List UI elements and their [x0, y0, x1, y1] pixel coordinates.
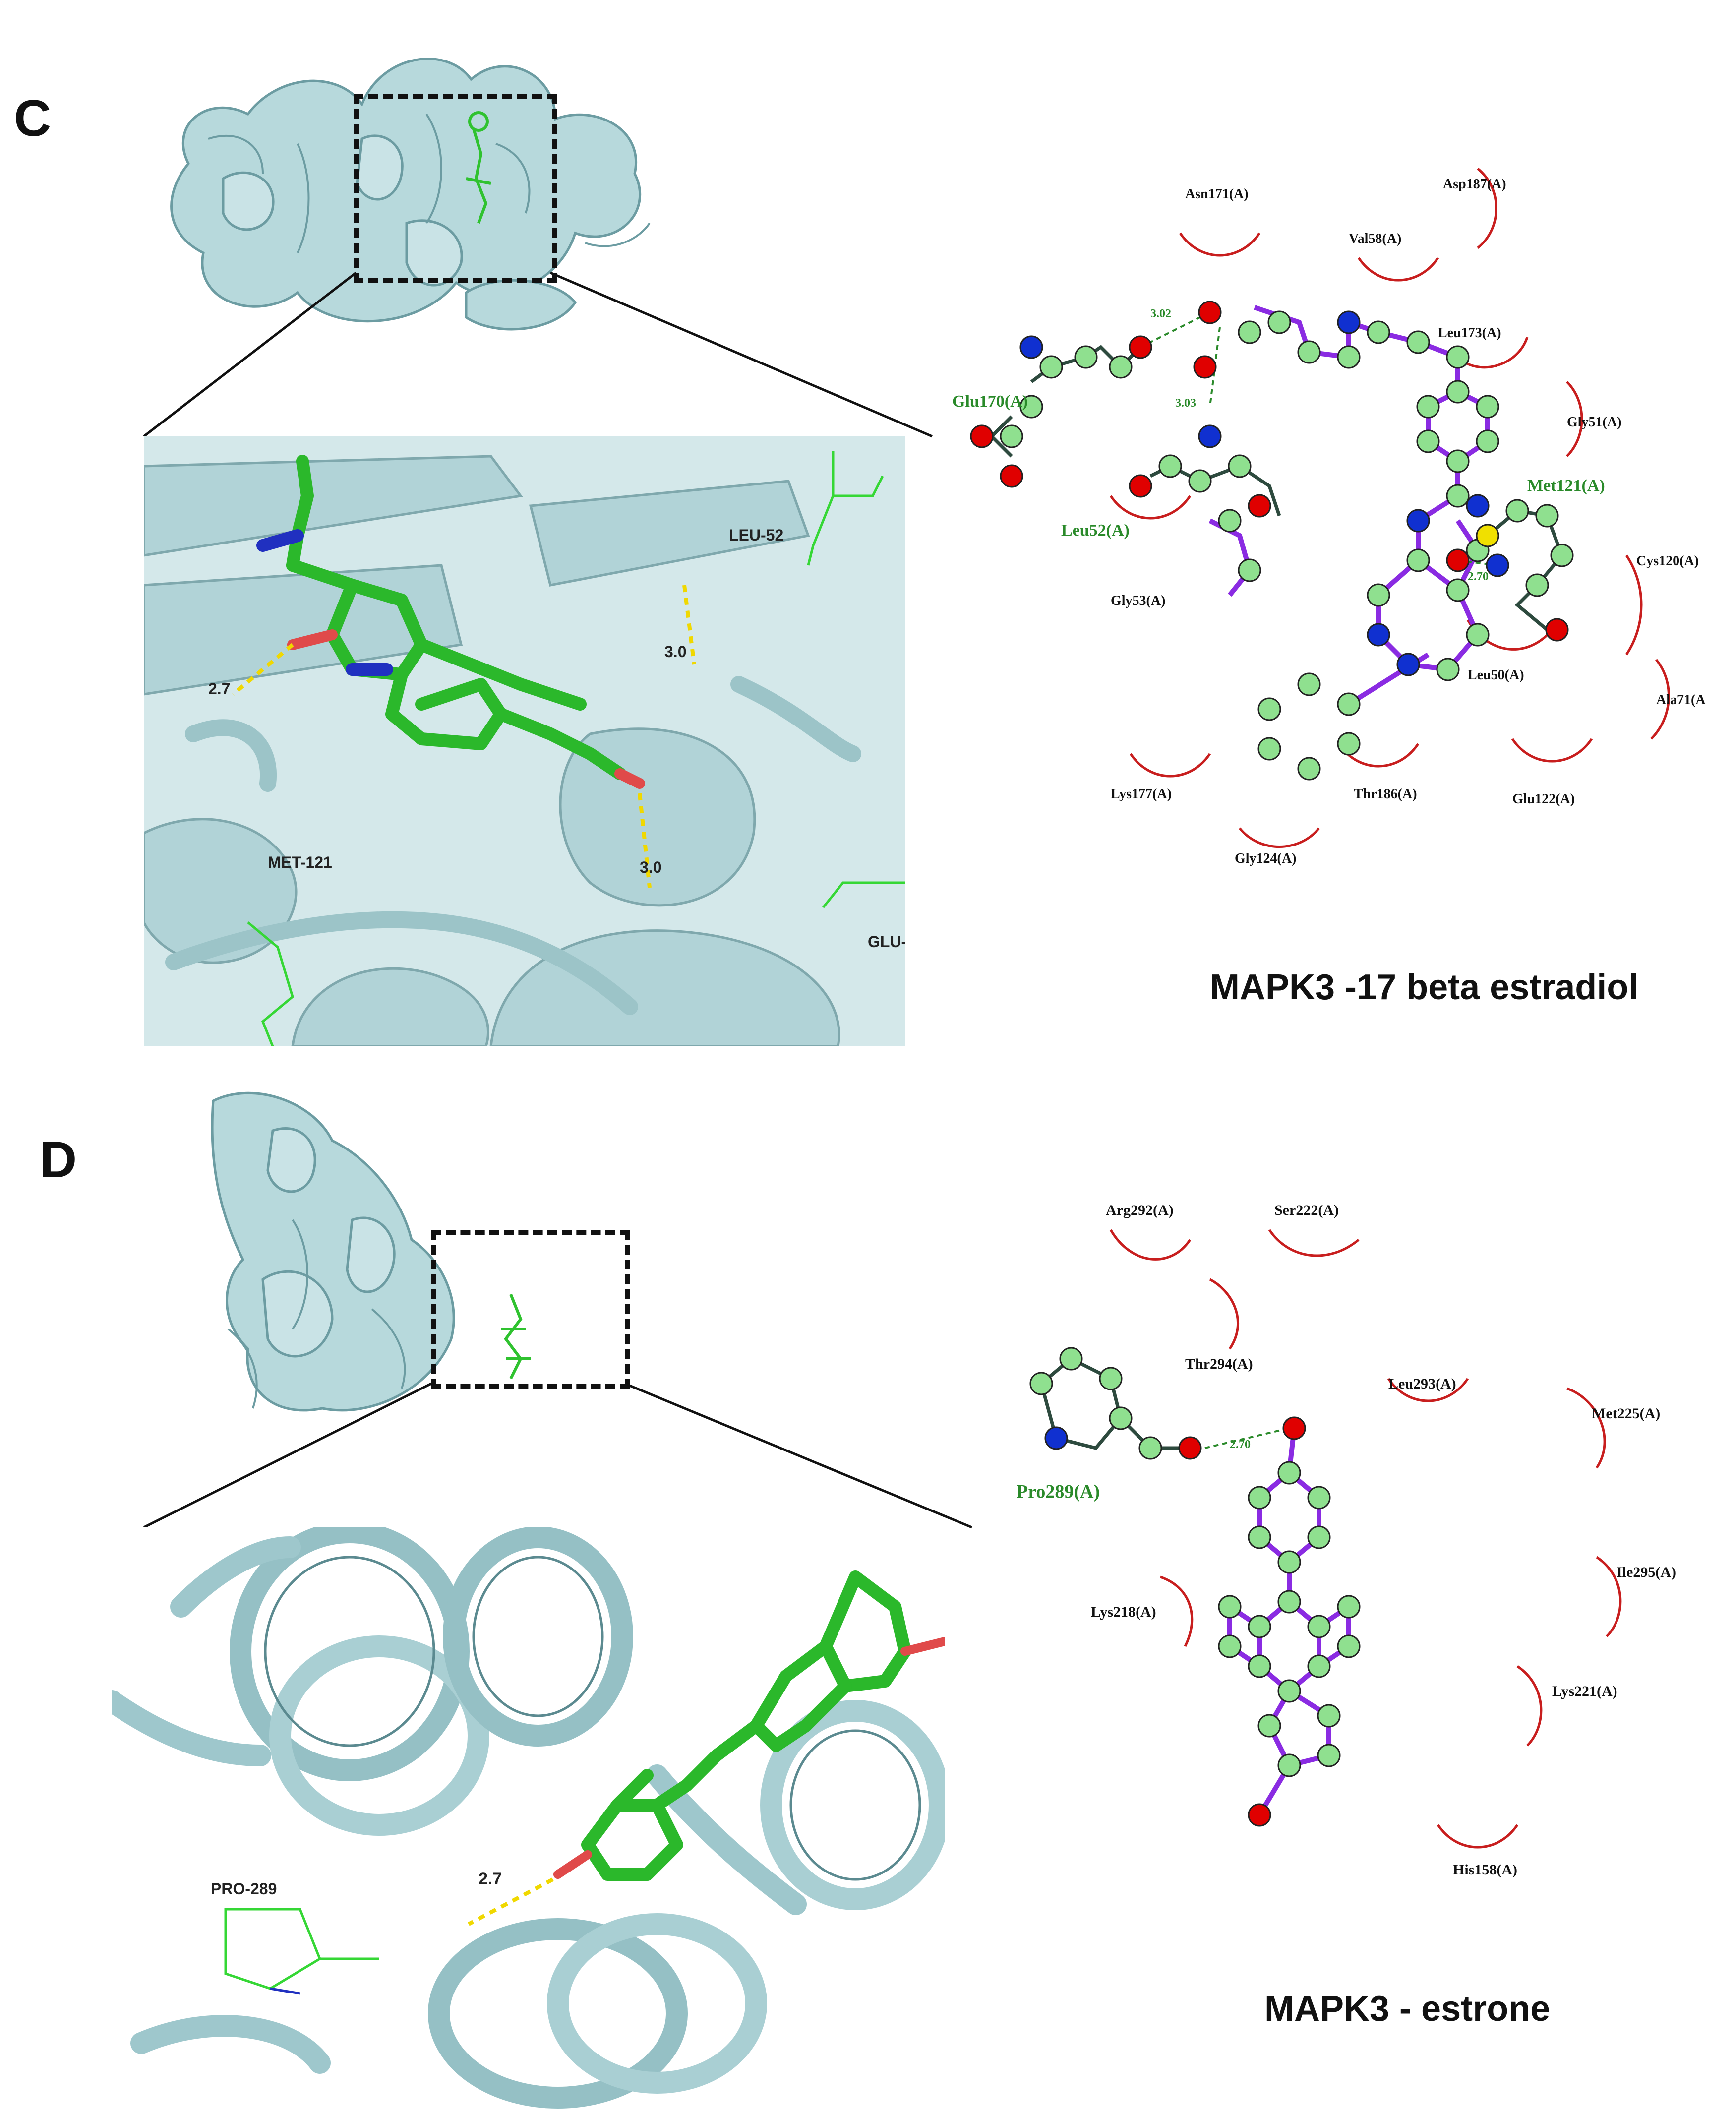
zoom-box-d — [431, 1230, 630, 1389]
res-leu52: Leu52(A) — [1061, 521, 1130, 540]
res-gly53: Gly53(A) — [1111, 593, 1165, 608]
label-glu170: GLU-170 — [868, 933, 905, 951]
zoom-box-c — [354, 94, 557, 283]
res-ser222: Ser222(A) — [1274, 1202, 1339, 1218]
res-ile295: Ile295(A) — [1616, 1564, 1676, 1580]
res-his158: His158(A) — [1453, 1862, 1517, 1878]
res-cys120: Cys120(A) — [1636, 553, 1699, 569]
dist-leu-c: 3.0 — [664, 643, 686, 661]
res-glu122: Glu122(A) — [1512, 791, 1575, 807]
label-pro289: PRO-289 — [211, 1880, 277, 1898]
res-lys218: Lys218(A) — [1091, 1604, 1156, 1620]
res-leu50: Leu50(A) — [1468, 667, 1524, 683]
label-met121: MET-121 — [268, 853, 332, 871]
res-gly124: Gly124(A) — [1235, 851, 1296, 866]
res-ala71: Ala71(A) — [1656, 692, 1706, 708]
res-asn171: Asn171(A) — [1185, 186, 1249, 202]
hbond-c-1: 3.02 — [1150, 307, 1171, 320]
caption-c: MAPK3 -17 beta estradiol — [1210, 967, 1639, 1007]
res-leu173: Leu173(A) — [1438, 325, 1501, 341]
res-pro289: Pro289(A) — [1017, 1481, 1100, 1502]
res-lys221: Lys221(A) — [1552, 1683, 1617, 1699]
connector-lines-d — [143, 1382, 972, 1529]
protein-overview-d — [211, 1091, 531, 1412]
res-asp187: Asp187(A) — [1443, 177, 1506, 192]
ligplot-d: Arg292(A) Ser222(A) Thr294(A) Leu293(A) … — [1017, 1202, 1676, 1878]
res-leu293: Leu293(A) — [1388, 1376, 1456, 1392]
res-met121: Met121(A) — [1527, 477, 1605, 495]
res-thr294: Thr294(A) — [1185, 1356, 1253, 1372]
res-glu170: Glu170(A) — [952, 392, 1028, 411]
caption-d: MAPK3 - estrone — [1264, 1989, 1551, 2029]
res-arg292: Arg292(A) — [1106, 1202, 1174, 1218]
res-thr186: Thr186(A) — [1354, 786, 1417, 802]
res-gly51: Gly51(A) — [1567, 415, 1621, 430]
dist-pro-d: 2.7 — [479, 1870, 502, 1888]
res-val58: Val58(A) — [1349, 231, 1401, 246]
panel-letter-c: C — [14, 90, 52, 147]
label-leu52: LEU-52 — [729, 526, 783, 544]
zoom-view-d: 2.7 PRO-289 — [112, 1527, 945, 2113]
protein-overview-c — [170, 58, 651, 331]
panel-letter-d: D — [40, 1131, 77, 1189]
zoom-view-c: 3.0 2.7 3.0 LEU-52 MET-121 GLU-170 — [144, 436, 905, 1046]
res-met225: Met225(A) — [1592, 1405, 1660, 1422]
dist-glu-c: 3.0 — [640, 858, 661, 876]
hbond-c-3: 2.70 — [1468, 570, 1489, 583]
hbond-d-1: 2.70 — [1230, 1438, 1251, 1451]
res-lys177: Lys177(A) — [1111, 786, 1172, 802]
dist-met-c: 2.7 — [208, 680, 230, 698]
hbond-c-2: 3.03 — [1175, 397, 1196, 410]
connector-lines-c — [143, 271, 933, 438]
ligplot-c: Asn171(A) Asp187(A) Val58(A) Leu173(A) G… — [952, 168, 1706, 866]
